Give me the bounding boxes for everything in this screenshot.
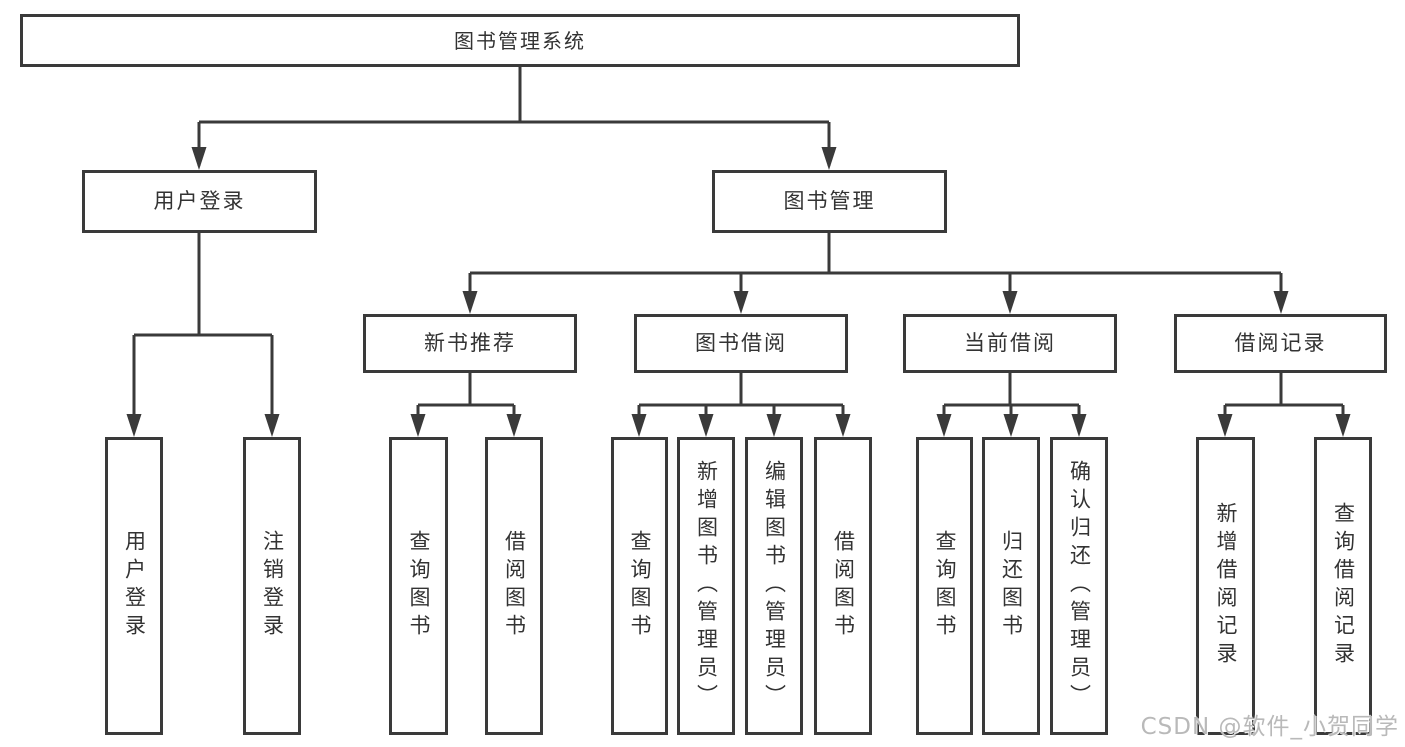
node-user-login-branch: 用户登录 — [82, 170, 317, 233]
connector-lines — [132, 67, 1345, 430]
node-book-management-branch: 图书管理 — [712, 170, 947, 233]
leaf-confirm-return-admin: 确认归还（管理员） — [1050, 437, 1108, 735]
node-borrowing-records: 借阅记录 — [1174, 314, 1387, 373]
leaf-edit-books-admin: 编辑图书（管理员） — [745, 437, 803, 735]
leaf-user-login: 用户登录 — [105, 437, 163, 735]
leaf-query-borrow-record: 查询借阅记录 — [1314, 437, 1372, 735]
node-current-borrowing: 当前借阅 — [903, 314, 1117, 373]
watermark: CSDN @软件_小贺同学 — [1140, 714, 1399, 740]
leaf-query-books-borrowing: 查询图书 — [611, 437, 668, 735]
leaf-add-books-admin: 新增图书（管理员） — [677, 437, 735, 735]
leaf-query-books-recommend: 查询图书 — [389, 437, 448, 735]
node-new-book-recommendation: 新书推荐 — [363, 314, 577, 373]
leaf-query-books-current: 查询图书 — [916, 437, 973, 735]
leaf-borrow-books-recommend: 借阅图书 — [485, 437, 543, 735]
node-book-borrowing: 图书借阅 — [634, 314, 848, 373]
leaf-borrow-books-borrowing: 借阅图书 — [814, 437, 872, 735]
node-book-management-system: 图书管理系统 — [20, 14, 1020, 67]
leaf-return-books: 归还图书 — [982, 437, 1040, 735]
leaf-logout: 注销登录 — [243, 437, 301, 735]
leaf-add-borrow-record: 新增借阅记录 — [1196, 437, 1255, 735]
